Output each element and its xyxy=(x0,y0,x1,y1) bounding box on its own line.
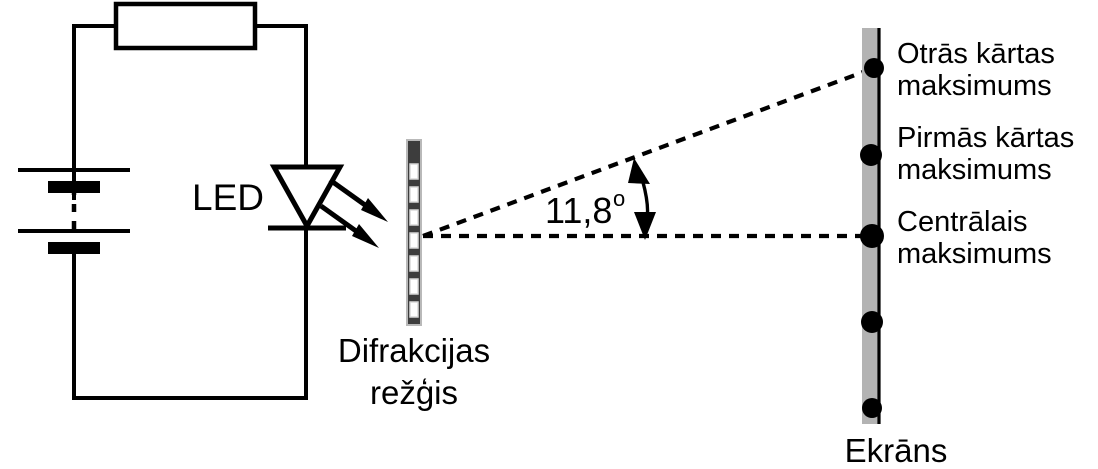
label-second-order-maximum: Otrās kārtas maksimums xyxy=(897,38,1055,102)
screen-label: Ekrāns xyxy=(845,432,948,469)
maximum-dot-first-order-lower xyxy=(861,311,883,333)
angle-arrowhead-top xyxy=(628,158,650,184)
grating-slit xyxy=(409,163,419,180)
resistor-symbol xyxy=(113,1,258,51)
second-order-line1: Otrās kārtas xyxy=(897,38,1055,70)
grating-label-line2: režģis xyxy=(370,374,458,411)
maximum-dot-first-order-upper xyxy=(860,144,882,166)
angle-value-label: 11,8 xyxy=(545,190,612,231)
grating-slit xyxy=(409,278,419,295)
label-central-maximum: Centrālais maksimums xyxy=(897,206,1052,270)
led-emission-arrows xyxy=(319,177,388,248)
maximum-dot-second-order-upper xyxy=(864,58,884,78)
maximum-dot-central xyxy=(860,224,884,248)
circuit-group: LED xyxy=(18,1,388,400)
wire-bottom xyxy=(72,226,308,400)
second-order-line2: maksimums xyxy=(897,70,1052,102)
emission-arrow-upper xyxy=(328,177,388,222)
wire-top-right xyxy=(253,24,308,169)
first-order-line2: maksimums xyxy=(897,154,1052,186)
grating-slit xyxy=(409,186,419,203)
emission-arrow-lower xyxy=(319,203,379,248)
grating-slit xyxy=(409,232,419,249)
angle-indicator-group: 11,8 o xyxy=(545,158,656,240)
angle-arrowhead-bottom xyxy=(634,212,656,240)
screen-group: Ekrāns xyxy=(845,28,948,469)
label-first-order-maximum: Pirmās kārtas maksimums xyxy=(897,122,1074,186)
grating-slits xyxy=(409,163,419,318)
emission-arrowhead-lower xyxy=(352,224,379,248)
angle-degree-symbol: o xyxy=(613,186,625,211)
wire-top-left xyxy=(72,24,118,200)
grating-label-line1: Difrakcijas xyxy=(338,332,490,369)
led-symbol xyxy=(268,164,346,232)
emission-arrowhead-upper xyxy=(361,198,388,222)
maximum-dot-second-order-lower xyxy=(862,398,882,418)
diffraction-grating-group: Difrakcijas režģis xyxy=(338,139,490,411)
grating-slit xyxy=(409,209,419,226)
central-line1: Centrālais xyxy=(897,206,1028,238)
grating-slit xyxy=(409,255,419,272)
grating-slit xyxy=(409,301,419,318)
light-rays-group xyxy=(422,66,875,239)
central-line2: maksimums xyxy=(897,238,1052,270)
first-order-line1: Pirmās kārtas xyxy=(897,122,1074,154)
led-triangle xyxy=(269,164,345,232)
led-label: LED xyxy=(192,177,264,218)
ray-second-order-maximum xyxy=(422,66,875,238)
battery-symbol xyxy=(18,148,130,277)
maxima-labels-group: Otrās kārtas maksimums Pirmās kārtas mak… xyxy=(897,38,1074,270)
